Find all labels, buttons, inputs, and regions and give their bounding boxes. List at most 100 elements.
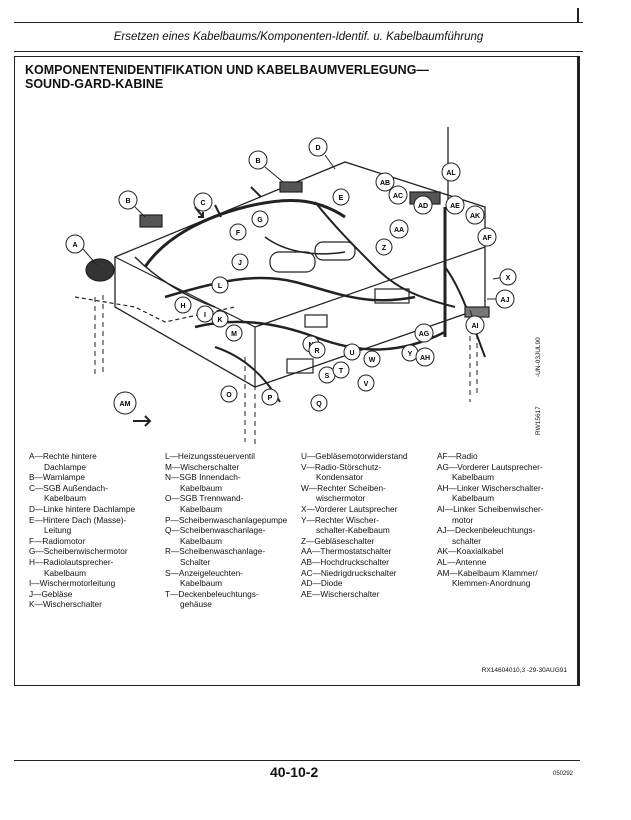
svg-text:AI: AI bbox=[472, 323, 479, 330]
callout-aa: AA bbox=[389, 219, 409, 239]
legend-item: F—Radiomotor bbox=[29, 535, 86, 546]
legend-item: Schalter bbox=[180, 556, 211, 567]
legend-item: B—Warnlampe bbox=[29, 472, 85, 483]
svg-text:AJ: AJ bbox=[501, 297, 510, 304]
svg-text:D: D bbox=[315, 145, 320, 152]
svg-text:AC: AC bbox=[393, 193, 403, 200]
legend-item: P—Scheibenwaschanlagepumpe bbox=[165, 514, 288, 525]
legend-item: schalter-Kabelbaum bbox=[316, 525, 390, 536]
legend-item: schalter bbox=[452, 535, 482, 546]
legend-item: L—Heizungssteuerventil bbox=[165, 451, 255, 461]
legend-item: Z—Gebläseschalter bbox=[301, 535, 375, 546]
legend-item: N—SGB Innendach- bbox=[165, 472, 241, 483]
legend-item: AA—Thermostatschalter bbox=[301, 546, 392, 557]
legend-item: H—Radiolautsprecher- bbox=[29, 556, 114, 567]
callout-c: C bbox=[193, 192, 213, 212]
svg-text:AG: AG bbox=[419, 331, 430, 338]
svg-text:AE: AE bbox=[450, 203, 460, 210]
svg-text:U: U bbox=[349, 350, 354, 357]
svg-text:Y: Y bbox=[408, 351, 413, 358]
callout-ag: AG bbox=[414, 323, 434, 343]
legend-item: U—Gebläsemotorwiderstand bbox=[301, 451, 408, 461]
svg-text:H: H bbox=[180, 303, 185, 310]
callout-ac: AC bbox=[388, 185, 408, 205]
callout-ad: AD bbox=[413, 195, 433, 215]
legend-item: Klemmen-Anordnung bbox=[452, 578, 531, 589]
callout-ak: AK bbox=[465, 205, 485, 225]
legend-item: M—Wischerschalter bbox=[165, 461, 240, 472]
callout-k: K bbox=[211, 310, 229, 328]
side-mark-top bbox=[577, 8, 579, 22]
svg-text:C: C bbox=[200, 200, 205, 207]
svg-text:L: L bbox=[218, 283, 223, 290]
legend-item: W—Rechter Scheiben- bbox=[301, 482, 386, 493]
legend-item: Kabelbaum bbox=[44, 493, 86, 504]
svg-text:T: T bbox=[339, 368, 344, 375]
callout-w: W bbox=[363, 350, 381, 368]
legend-item: Kondensator bbox=[316, 472, 364, 483]
page-number: 40-10-2 bbox=[270, 764, 319, 780]
svg-text:M: M bbox=[231, 331, 237, 338]
side-mark-bar bbox=[577, 56, 579, 686]
section-title: KOMPONENTENIDENTIFIKATION UND KABELBAUMV… bbox=[25, 63, 429, 91]
legend-item: AL—Antenne bbox=[437, 556, 487, 567]
svg-text:J: J bbox=[238, 260, 242, 267]
svg-text:AM: AM bbox=[120, 401, 131, 408]
svg-text:X: X bbox=[506, 275, 511, 282]
legend-item: AJ—Deckenbeleuchtungs- bbox=[437, 525, 536, 536]
legend-item: AF—Radio bbox=[437, 451, 478, 461]
wiring-diagram: A B B C D E F G H I J K L M N O P Q R S … bbox=[65, 127, 517, 445]
footer-code: 050292 bbox=[553, 771, 574, 777]
legend-item: R—Scheibenwaschanlage- bbox=[165, 546, 266, 557]
legend-item: AG—Vorderer Lautsprecher- bbox=[437, 461, 543, 472]
callout-m: M bbox=[225, 324, 243, 342]
callout-o: O bbox=[220, 385, 238, 403]
callout-aj: AJ bbox=[487, 289, 515, 309]
callout-x: X bbox=[492, 268, 517, 286]
svg-text:AD: AD bbox=[418, 203, 428, 210]
diagram-id-code: RW15617 bbox=[535, 406, 542, 435]
callout-j: J bbox=[231, 253, 249, 271]
callout-i: I bbox=[196, 305, 214, 323]
callout-e: E bbox=[332, 188, 350, 206]
page-header: Ersetzen eines Kabelbaums/Komponenten-Id… bbox=[14, 22, 583, 52]
svg-text:W: W bbox=[369, 357, 376, 364]
title-line-1: KOMPONENTENIDENTIFIKATION UND KABELBAUMV… bbox=[25, 63, 429, 77]
legend-item: S—Anzeigeleuchten- bbox=[165, 567, 243, 578]
legend-item: AE—Wischerschalter bbox=[301, 588, 380, 599]
callout-v: V bbox=[357, 374, 375, 392]
callout-b2: B bbox=[248, 150, 284, 183]
svg-text:K: K bbox=[217, 317, 222, 324]
svg-text:A: A bbox=[72, 242, 77, 249]
callout-h: H bbox=[174, 296, 192, 314]
svg-text:E: E bbox=[339, 195, 344, 202]
legend-item: AD—Diode bbox=[301, 578, 343, 589]
footer-rule bbox=[14, 760, 580, 761]
callout-z: Z bbox=[375, 238, 393, 256]
legend-item: Kabelbaum bbox=[180, 482, 222, 493]
callout-ab: AB bbox=[375, 172, 395, 192]
svg-text:AL: AL bbox=[446, 170, 456, 177]
callout-p: P bbox=[261, 388, 279, 406]
legend-item: Y—Rechter Wischer- bbox=[301, 514, 379, 525]
header-text: Ersetzen eines Kabelbaums/Komponenten-Id… bbox=[113, 31, 484, 43]
callout-f: F bbox=[229, 223, 247, 241]
legend-item: E—Hintere Dach (Masse)- bbox=[29, 514, 127, 525]
content-frame: KOMPONENTENIDENTIFIKATION UND KABELBAUMV… bbox=[14, 56, 580, 686]
legend-item: G—Scheibenwischermotor bbox=[29, 546, 128, 557]
callout-u: U bbox=[343, 343, 361, 361]
svg-text:O: O bbox=[226, 392, 232, 399]
legend-item: Kabelbaum bbox=[44, 567, 86, 578]
callout-l: L bbox=[211, 276, 229, 294]
legend-item: K—Wischerschalter bbox=[29, 599, 102, 610]
svg-text:F: F bbox=[236, 230, 241, 237]
callout-q: Q bbox=[310, 394, 328, 412]
legend-item: Leitung bbox=[44, 525, 72, 536]
legend-item: AK—Koaxialkabel bbox=[437, 546, 504, 557]
svg-text:B: B bbox=[255, 158, 260, 165]
svg-text:G: G bbox=[257, 217, 263, 224]
legend-item: AI—Linker Scheibenwischer- bbox=[437, 503, 544, 514]
callout-a: A bbox=[65, 234, 98, 266]
